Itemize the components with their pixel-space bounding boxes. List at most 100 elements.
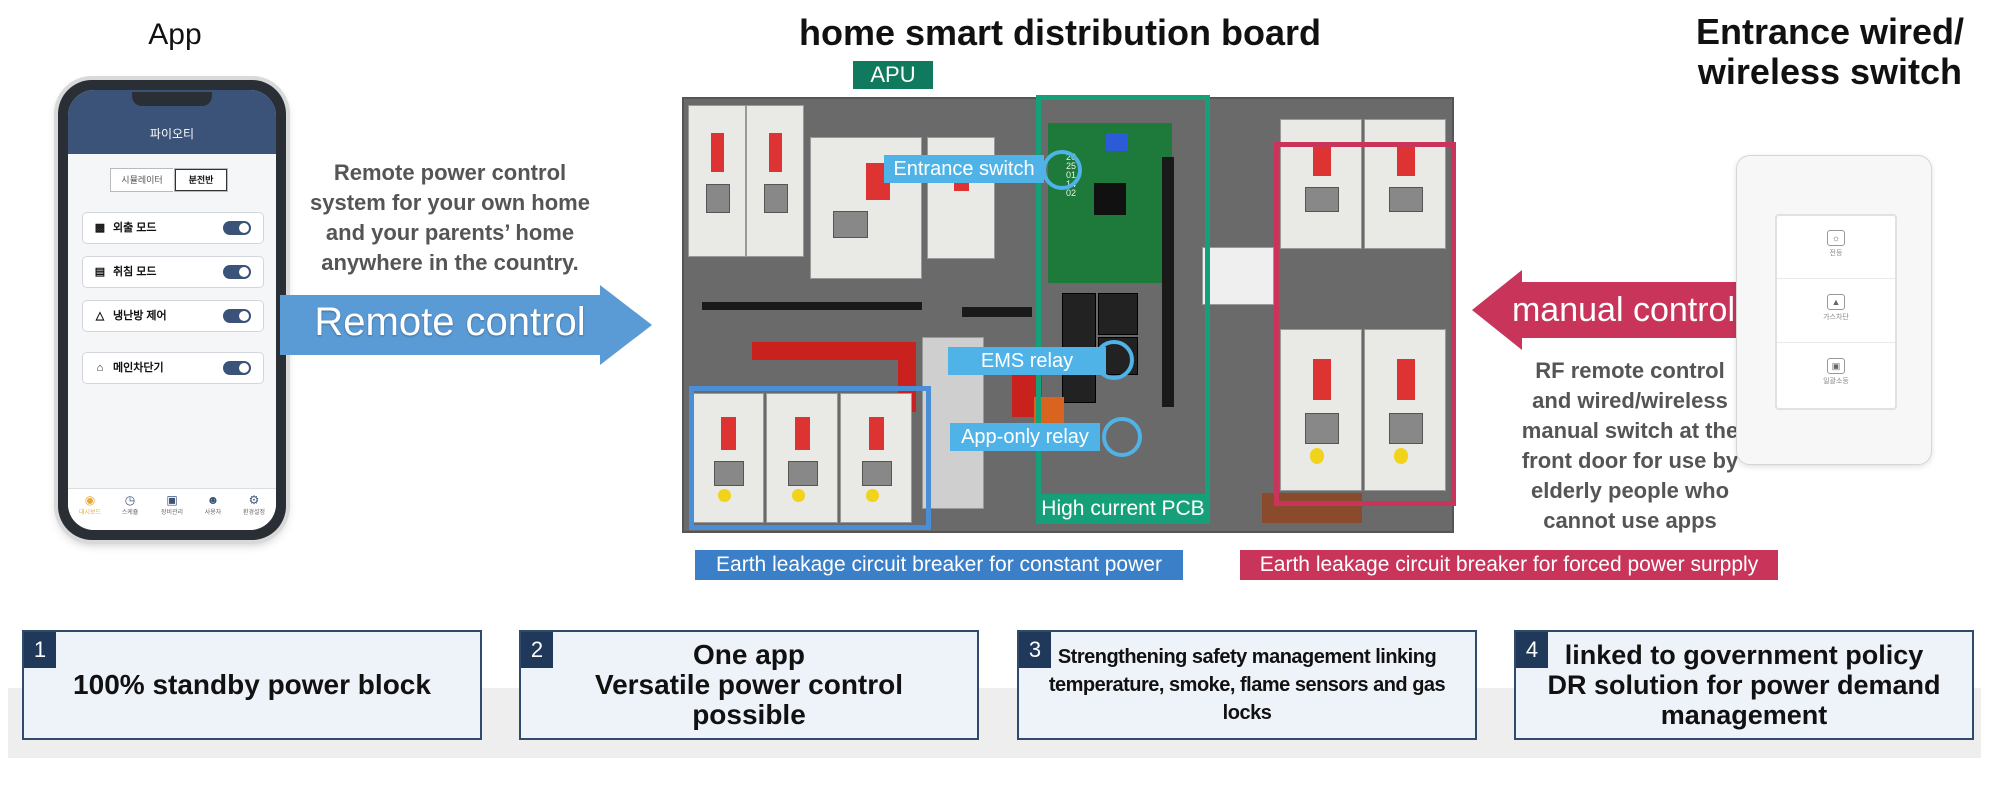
gear-icon: ⚙ bbox=[248, 493, 260, 507]
mode-row-sleep[interactable]: ▤ 취침 모드 bbox=[82, 256, 264, 288]
feature-text: linked to government policy DR solution … bbox=[1526, 632, 1962, 738]
segment-distribution-board[interactable]: 분전반 bbox=[174, 168, 228, 192]
wall-button-label: 전등 bbox=[1829, 250, 1843, 257]
feature-card-2: 2 One app Versatile power control possib… bbox=[519, 630, 979, 740]
feature-line: possible bbox=[692, 699, 806, 730]
thermostat-icon: △ bbox=[95, 310, 105, 322]
nav-dashboard[interactable]: ◉ 대시보드 bbox=[72, 493, 108, 516]
phone-notch bbox=[132, 92, 212, 106]
feature-text: Strengthening safety management linking … bbox=[1029, 632, 1465, 738]
user-icon: ☻ bbox=[206, 493, 220, 507]
phone-bottom-nav: ◉ 대시보드 ◷ 스케쥴 ▣ 장비관리 ☻ 사용자 ⚙ 환경설정 bbox=[68, 488, 276, 530]
constant-breaker-2 bbox=[766, 393, 838, 523]
light-icon: ☼ bbox=[1827, 230, 1845, 246]
nav-label: 스케쥴 bbox=[121, 510, 139, 516]
manual-desc-line: RF remote control bbox=[1535, 358, 1725, 383]
wall-switch-gas-button[interactable]: ▲ 가스차단 bbox=[1777, 280, 1895, 343]
relay-part bbox=[1062, 293, 1096, 355]
app-only-relay-callout: App-only relay bbox=[950, 423, 1100, 451]
manual-desc-line: elderly people who bbox=[1530, 478, 1730, 503]
nav-label: 장비관리 bbox=[160, 510, 184, 516]
feature-text: One app Versatile power control possible bbox=[531, 632, 967, 738]
black-wire bbox=[1162, 157, 1174, 407]
device-icon: ▣ bbox=[166, 493, 178, 507]
house-icon: ⌂ bbox=[96, 362, 104, 374]
constant-power-breaker-box bbox=[689, 386, 931, 530]
remote-desc-line: and your parents’ home bbox=[325, 220, 575, 245]
manual-control-label: manual control bbox=[1511, 291, 1735, 329]
mode-row-away[interactable]: ▩ 외출 모드 bbox=[82, 212, 264, 244]
ems-relay-part bbox=[1098, 293, 1138, 335]
feature-card-3: 3 Strengthening safety management linkin… bbox=[1017, 630, 1477, 740]
nav-schedule[interactable]: ◷ 스케쥴 bbox=[112, 493, 148, 516]
manual-desc-line: and wired/wireless bbox=[1532, 388, 1728, 413]
feature-line: Strengthening safety management linking bbox=[1057, 646, 1437, 668]
forced-breaker-1 bbox=[1280, 119, 1362, 249]
nav-label: 대시보드 bbox=[78, 510, 102, 516]
nav-users[interactable]: ☻ 사용자 bbox=[195, 493, 231, 516]
constant-power-caption: Earth leakage circuit breaker for consta… bbox=[695, 550, 1183, 580]
app-title: App bbox=[148, 18, 202, 51]
location-icon: ◉ bbox=[84, 493, 96, 507]
black-wire bbox=[702, 302, 922, 310]
person-out-icon: ▩ bbox=[94, 222, 106, 234]
away-mode-toggle[interactable] bbox=[223, 221, 251, 235]
apu-badge: APU bbox=[853, 61, 933, 89]
mode-label: 메인차단기 bbox=[113, 362, 164, 374]
forced-breaker-3 bbox=[1280, 329, 1362, 491]
switch-title-line2: wireless switch bbox=[1697, 51, 1963, 92]
constant-breaker-1 bbox=[692, 393, 764, 523]
mode-label: 냉난방 제어 bbox=[113, 310, 167, 322]
pcb-module bbox=[1106, 133, 1128, 151]
feature-line: Versatile power control bbox=[594, 669, 904, 700]
forced-power-breaker-box bbox=[1274, 142, 1456, 506]
remote-description: Remote power control system for your own… bbox=[300, 158, 600, 278]
sleep-mode-toggle[interactable] bbox=[223, 265, 251, 279]
phone-header: 파이오티 bbox=[68, 90, 276, 154]
mode-row-hvac[interactable]: △ 냉난방 제어 bbox=[82, 300, 264, 332]
app-only-relay-ring bbox=[1102, 417, 1142, 457]
nav-devices[interactable]: ▣ 장비관리 bbox=[154, 493, 190, 516]
remote-desc-line: anywhere in the country. bbox=[321, 250, 579, 275]
forced-breaker-4 bbox=[1364, 329, 1446, 491]
feature-line: temperature, smoke, flame sensors and ga… bbox=[1048, 674, 1446, 724]
hvac-toggle[interactable] bbox=[223, 309, 251, 323]
nav-settings[interactable]: ⚙ 환경설정 bbox=[236, 493, 272, 516]
forced-breaker-2 bbox=[1364, 119, 1446, 249]
entrance-switch-callout: Entrance switch bbox=[884, 155, 1044, 183]
feature-number: 4 bbox=[1516, 632, 1548, 668]
feature-text: 100% standby power block bbox=[34, 632, 470, 738]
mode-label: 취침 모드 bbox=[113, 266, 157, 278]
feature-number: 3 bbox=[1019, 632, 1051, 668]
wall-button-label: 일괄소등 bbox=[1823, 378, 1849, 385]
black-wire bbox=[962, 307, 1032, 317]
entrance-switch-ring bbox=[1042, 150, 1082, 190]
feature-line: DR solution for power demand bbox=[1547, 670, 1941, 700]
remote-desc-line: system for your own home bbox=[310, 190, 590, 215]
forced-power-caption: Earth leakage circuit breaker for forced… bbox=[1240, 550, 1778, 580]
feature-card-4: 4 linked to government policy DR solutio… bbox=[1514, 630, 1974, 740]
feature-line: One app bbox=[692, 639, 805, 670]
manual-control-arrow bbox=[1472, 270, 1740, 350]
feature-line: management bbox=[1660, 700, 1828, 730]
ems-relay-callout: EMS relay bbox=[948, 347, 1106, 375]
phone-app-title: 파이오티 bbox=[149, 127, 195, 141]
main-breaker-1 bbox=[688, 105, 746, 257]
remote-control-arrow bbox=[280, 285, 652, 365]
mode-label: 외출 모드 bbox=[113, 222, 157, 234]
wall-switch-all-off-button[interactable]: ▣ 일괄소등 bbox=[1777, 344, 1895, 406]
remote-control-label: Remote control bbox=[314, 300, 586, 344]
pcb-chip bbox=[1094, 183, 1126, 215]
feature-number: 2 bbox=[521, 632, 553, 668]
nav-label: 사용자 bbox=[204, 510, 222, 516]
mode-row-main-breaker[interactable]: ⌂ 메인차단기 bbox=[82, 352, 264, 384]
distribution-board-photo: 2025011402 bbox=[682, 97, 1454, 533]
phone-screen: 파이오티 시뮬레이터 분전반 ▩ 외출 모드 ▤ 취침 모드 △ 냉난방 제어 … bbox=[68, 90, 276, 530]
phone-mockup: 파이오티 시뮬레이터 분전반 ▩ 외출 모드 ▤ 취침 모드 △ 냉난방 제어 … bbox=[58, 80, 286, 540]
wall-switch-light-button[interactable]: ☼ 전등 bbox=[1777, 216, 1895, 279]
nav-label: 환경설정 bbox=[242, 510, 266, 516]
main-breaker-toggle[interactable] bbox=[223, 361, 251, 375]
busbar bbox=[1202, 247, 1274, 305]
segment-simulator[interactable]: 시뮬레이터 bbox=[110, 168, 173, 192]
board-title: home smart distribution board bbox=[798, 12, 1322, 53]
